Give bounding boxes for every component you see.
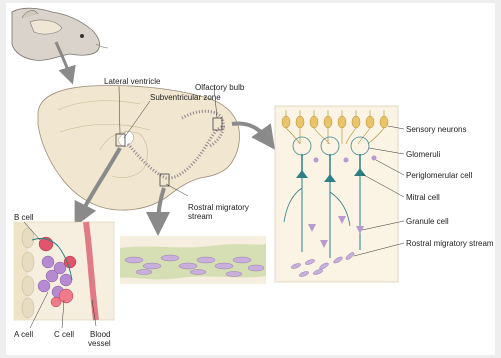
rms-detail-panel: [120, 236, 266, 284]
label-rostral-migratory-stream-right: Rostral migratory stream: [406, 239, 494, 248]
label-periglomerular-cell: Periglomerular cell: [406, 171, 472, 180]
label-blood-vessel-2: vessel: [88, 339, 111, 348]
label-c-cell: C cell: [54, 330, 74, 339]
label-granule-cell: Granule cell: [406, 217, 449, 226]
label-subventricular-zone: Subventricular zone: [150, 93, 221, 102]
label-lateral-ventricle: Lateral ventricle: [104, 77, 161, 86]
label-blood-vessel-1: Blood: [90, 330, 110, 339]
label-rostral-migratory-2: stream: [188, 212, 213, 221]
label-b-cell: B cell: [14, 213, 34, 222]
label-sensory-neurons: Sensory neurons: [406, 125, 466, 134]
olfactory-bulb-detail-panel: [275, 106, 398, 282]
label-mitral-cell: Mitral cell: [406, 193, 440, 202]
label-glomeruli: Glomeruli: [406, 150, 440, 159]
svz-cell-detail-panel: [14, 222, 114, 320]
label-rostral-migratory-1: Rostral migratory: [188, 203, 249, 212]
label-olfactory-bulb: Olfactory bulb: [195, 83, 245, 92]
label-a-cell: A cell: [14, 330, 33, 339]
